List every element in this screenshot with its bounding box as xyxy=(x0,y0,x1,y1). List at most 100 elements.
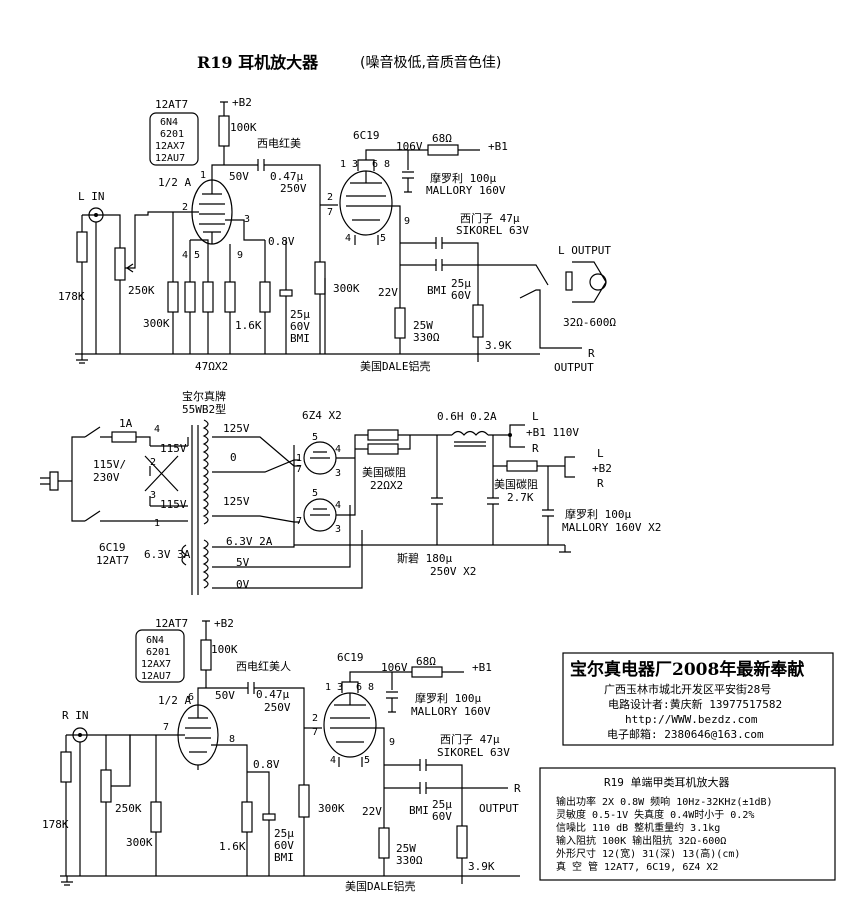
primary-pin-3: 3 xyxy=(150,490,156,501)
tube2-pin-2: 2 xyxy=(327,192,333,203)
tube2-cathode-voltage: 22V xyxy=(378,286,398,299)
volume-pot[interactable] xyxy=(100,769,112,803)
cathode-resistor-label: 1.6K xyxy=(235,319,262,332)
cathode-resistor-label: 1.6K xyxy=(219,840,246,853)
grid-resistor2-label: 300K xyxy=(318,802,345,815)
plate-resistor-label: 100K xyxy=(211,643,238,656)
primary-pin-1: 1 xyxy=(154,518,160,529)
cathode-power-resistor-value: 330Ω xyxy=(396,854,423,867)
hv-winding-bottom: 125V xyxy=(223,495,250,508)
schematic-subtitle: (噪音极低,音质音色佳) xyxy=(360,54,501,71)
tube-sub-3: 12AX7 xyxy=(155,141,185,152)
cathode-resistor xyxy=(241,801,253,833)
power-supply: 宝尔真牌 55WB2型 1A 115V/ 230V 115V 115V 4 2 … xyxy=(40,389,661,595)
headphone-impedance: 32Ω-600Ω xyxy=(563,316,616,329)
grid-resistor-label: 300K xyxy=(126,836,153,849)
heater-tubes-1: 6C19 xyxy=(99,541,126,554)
output-jack-body xyxy=(565,271,573,291)
tube-sub-4: 12AU7 xyxy=(155,153,185,164)
primary-pin-2: 2 xyxy=(150,457,156,468)
input-label: L IN xyxy=(78,190,105,203)
cathode-cap-voltage: 60V xyxy=(274,839,294,852)
plate-resistor-label: 100K xyxy=(230,121,257,134)
primary-winding-2: 115V xyxy=(160,498,187,511)
b2-out-label: +B2 xyxy=(592,462,612,475)
power-switches[interactable] xyxy=(84,426,150,522)
cathode-power-resistor-watts: 25W xyxy=(396,842,416,855)
input-label: R IN xyxy=(62,709,89,722)
tube1-pin-1: 1 xyxy=(200,170,206,181)
tube2-pin-13: 1 3 xyxy=(325,682,343,693)
mains-voltage-1: 115V/ xyxy=(93,458,126,471)
input-resistor xyxy=(76,231,88,263)
rect1-pin-5: 5 xyxy=(312,432,318,443)
spec-row: 灵敏度 0.5-1V 失真度 0.4W时小于 0.2% xyxy=(556,808,754,821)
grid-resistor-2 xyxy=(314,261,326,295)
bmi-cap-brand: BMI xyxy=(427,284,447,297)
heater-tubes-2: 12AT7 xyxy=(96,554,129,567)
tube2-label: 6C19 xyxy=(337,651,364,664)
output-jack-icon[interactable] xyxy=(572,261,607,303)
primary-winding-1: 115V xyxy=(160,442,187,455)
tube2-pin-2: 2 xyxy=(312,713,318,724)
output-resistor xyxy=(456,825,468,859)
cathode-voltage-label: 0.8V xyxy=(268,235,295,248)
tube2-plate-voltage: 106V xyxy=(396,140,423,153)
mallory-capacitor xyxy=(402,150,414,193)
grid-resistor xyxy=(167,281,179,313)
bmi-cap-voltage: 60V xyxy=(451,289,471,302)
volume-pot-label: 250K xyxy=(128,284,155,297)
bmi-cap-voltage: 60V xyxy=(432,810,452,823)
tube1-label: 12AT7 xyxy=(155,617,188,630)
output-capacitors xyxy=(400,237,479,271)
b1-label: +B1 xyxy=(472,661,492,674)
company-website[interactable]: http://WWW.bezdz.com xyxy=(625,713,758,726)
plate-voltage-label: 50V xyxy=(215,689,235,702)
company-email[interactable]: 电子邮箱: 2380646@163.com xyxy=(607,727,764,741)
volume-pot[interactable] xyxy=(114,247,126,281)
tube1-pin-8: 8 xyxy=(229,734,235,745)
psu-mallory-model: MALLORY 160V X2 xyxy=(562,521,661,534)
carbon-resistor-22ohm-1 xyxy=(367,429,399,441)
b1-out-label: +B1 110V xyxy=(526,426,579,439)
cathode-pair-resistor-3 xyxy=(224,281,236,313)
rect1-pin-1: 1 xyxy=(296,453,302,464)
ground-symbol xyxy=(76,354,88,364)
coupling-cap-value: 0.47μ xyxy=(270,170,303,183)
mallory-cap-model: MALLORY 160V xyxy=(411,705,491,718)
psu-ground-rail xyxy=(294,544,571,553)
company-info: 宝尔真电器厂2008年最新奉献 广西玉林市城北开发区平安街28号 电路设计者:黄… xyxy=(562,652,834,746)
tube-half-label: 1/2 A xyxy=(158,694,191,707)
cathode-pair-resistor-2 xyxy=(202,281,214,313)
tube-substitutes-box xyxy=(149,112,199,166)
cathode-resistor xyxy=(259,281,271,313)
voltage-selector xyxy=(144,437,189,522)
tube-substitutes-box xyxy=(135,629,185,683)
input-resistor-label: 178K xyxy=(58,290,85,303)
plate-voltage-label: 50V xyxy=(229,170,249,183)
cathode-power-resistor xyxy=(378,827,390,859)
plate-resistor xyxy=(200,639,212,671)
b1-out-l: L xyxy=(532,410,539,423)
tube2-plate-voltage: 106V xyxy=(381,661,408,674)
b1-out-r: R xyxy=(532,442,539,455)
rect1-pin-3: 3 xyxy=(335,468,341,479)
mallory-cap-value: 摩罗利 100μ xyxy=(415,691,481,705)
spec-row: 真 空 管 12AT7, 6C19, 6Z4 X2 xyxy=(556,860,718,873)
choke-label: 0.6H 0.2A xyxy=(437,410,497,423)
tube-half-label: 1/2 A xyxy=(158,176,191,189)
tube1-label: 12AT7 xyxy=(155,98,188,111)
carbon-resistor2-value: 2.7K xyxy=(507,491,534,504)
tube2-pin-68: 6 8 xyxy=(356,682,374,693)
tube1-pin-9: 9 xyxy=(237,250,243,261)
rect2-pin-4: 4 xyxy=(335,500,341,511)
chassis-label: 美国DALE铝壳 xyxy=(360,359,431,373)
coupling-cap-voltage: 250V xyxy=(280,182,307,195)
b2-out-l: L xyxy=(597,447,604,460)
tube2-pin-9: 9 xyxy=(389,737,395,748)
spec-row: 输入阻抗 100K 输出阻抗 32Ω-600Ω xyxy=(556,834,726,847)
spec-row: 输出功率 2X 0.8W 频响 10Hz-32KHz(±1dB) xyxy=(556,795,773,808)
tube2-pin-9: 9 xyxy=(404,216,410,227)
